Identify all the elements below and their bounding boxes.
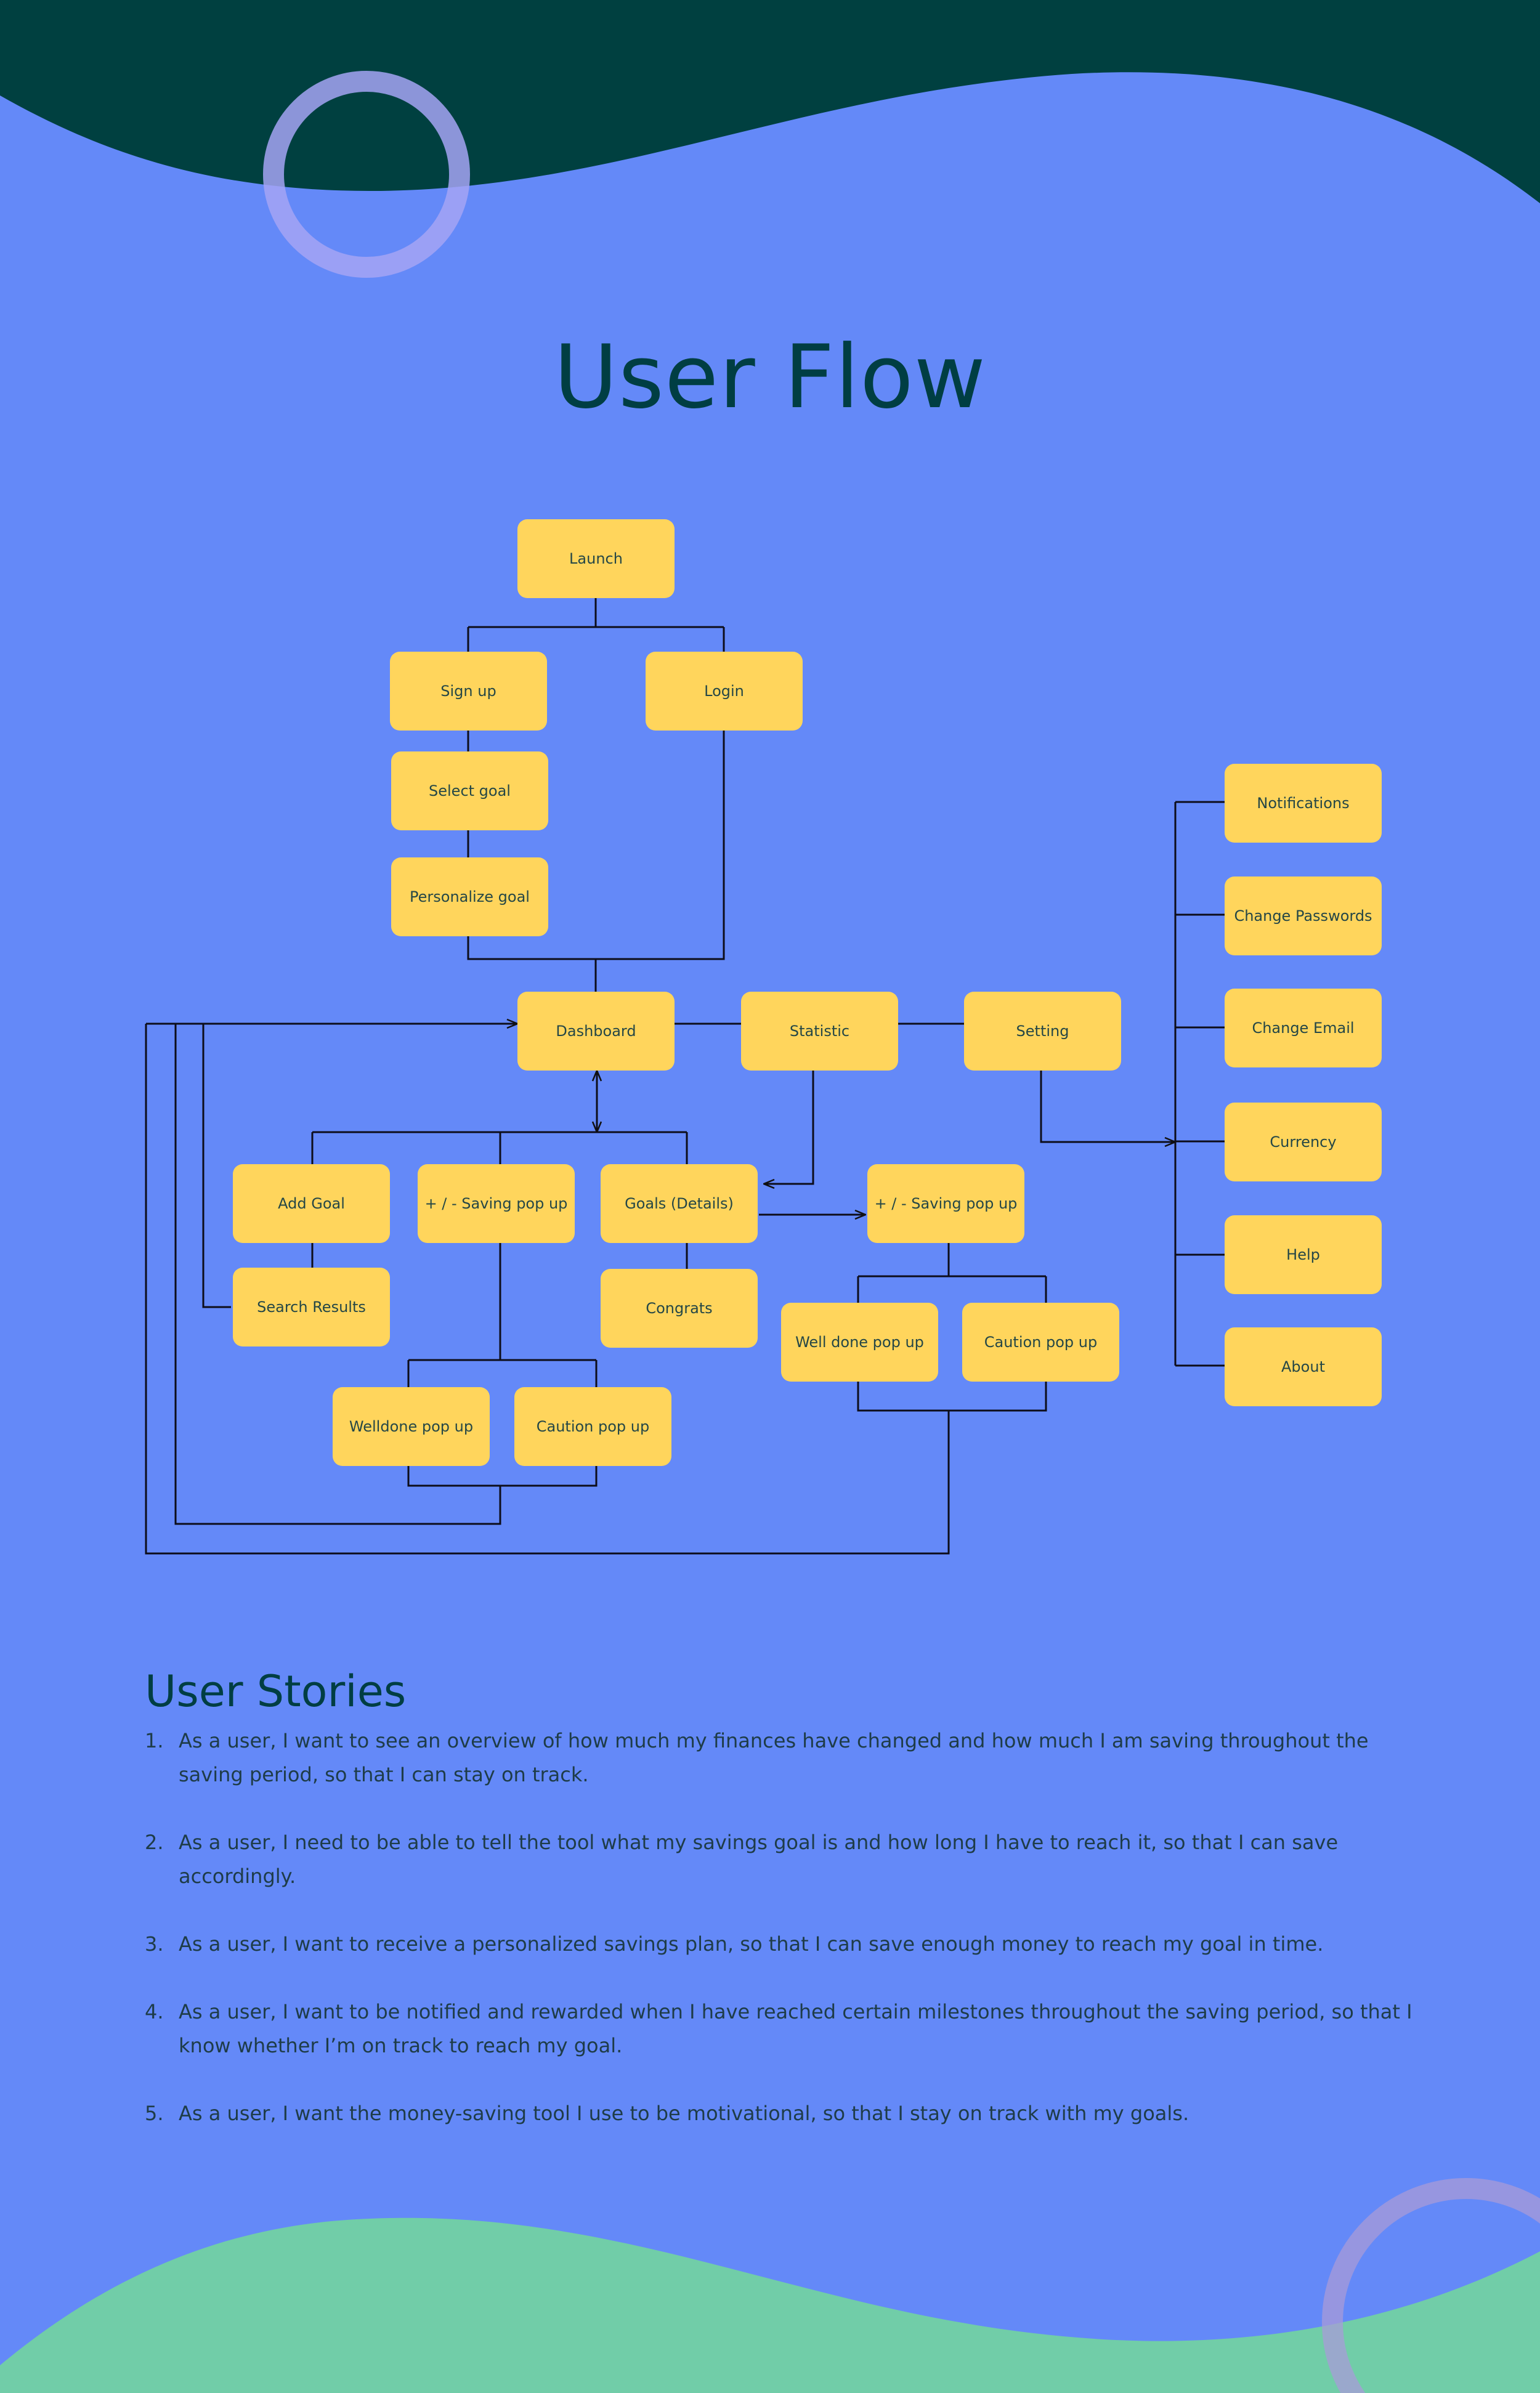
user-story-text: As a user, I want the money-saving tool …: [179, 2102, 1189, 2125]
node-change-email: Change Email: [1225, 989, 1382, 1067]
bottom-ring: [1322, 2178, 1540, 2393]
node-caution-popup-a: Caution pop up: [514, 1387, 671, 1466]
node-currency: Currency: [1225, 1103, 1382, 1181]
user-story-item: 3. As a user, I want to receive a person…: [145, 1927, 1414, 1961]
user-stories-heading: User Stories: [145, 1666, 407, 1717]
node-change-passwords: Change Passwords: [1225, 877, 1382, 955]
connector-search-loop: [202, 1024, 231, 1308]
node-notifications: Notifications: [1225, 764, 1382, 843]
user-story-number: 1.: [145, 1729, 164, 1752]
user-story-item: 4. As a user, I want to be notified and …: [145, 1995, 1414, 2063]
node-help: Help: [1225, 1215, 1382, 1294]
user-story-number: 3.: [145, 1932, 164, 1956]
node-sign-up: Sign up: [390, 652, 547, 731]
top-ring: [263, 71, 470, 278]
node-statistic: Statistic: [741, 992, 898, 1071]
node-select-goal: Select goal: [391, 751, 548, 830]
node-personalize-goal: Personalize goal: [391, 857, 548, 936]
user-story-item: 5. As a user, I want the money-saving to…: [145, 2097, 1414, 2131]
node-login: Login: [646, 652, 803, 731]
user-stories-list: 1. As a user, I want to see an overview …: [145, 1724, 1414, 2131]
user-story-text: As a user, I want to receive a personali…: [179, 1932, 1324, 1956]
node-launch: Launch: [517, 519, 675, 598]
connector-saving-a: [407, 1241, 598, 1387]
connector-to-dashboard: [467, 730, 725, 992]
connector-settings-spine: [1174, 801, 1225, 1367]
node-well-done-popup: Well done pop up: [781, 1303, 938, 1382]
connector-saving-b-return: [145, 1024, 1047, 1555]
node-goals-details: Goals (Details): [601, 1164, 758, 1243]
connector-branch-bar: [311, 1131, 688, 1164]
node-caution-popup-b: Caution pop up: [962, 1303, 1119, 1382]
node-congrats: Congrats: [601, 1269, 758, 1348]
user-story-item: 1. As a user, I want to see an overview …: [145, 1724, 1414, 1792]
user-story-text: As a user, I want to be notified and rew…: [179, 2000, 1412, 2057]
connector-statistic-goals: [764, 1071, 814, 1184]
user-story-number: 4.: [145, 2000, 164, 2023]
node-saving-popup-a: + / - Saving pop up: [418, 1164, 575, 1243]
node-about: About: [1225, 1327, 1382, 1406]
user-story-text: As a user, I need to be able to tell the…: [179, 1831, 1339, 1888]
node-welldone-popup: Welldone pop up: [333, 1387, 490, 1466]
page-title: User Flow: [554, 326, 986, 428]
user-story-number: 5.: [145, 2102, 164, 2125]
node-add-goal: Add Goal: [233, 1164, 390, 1243]
node-saving-popup-b: + / - Saving pop up: [867, 1164, 1024, 1243]
connector-setting: [1040, 1071, 1175, 1142]
connector-launch: [467, 597, 725, 652]
user-stories-section: User Stories 1. As a user, I want to see…: [145, 1666, 1414, 2164]
user-story-number: 2.: [145, 1831, 164, 1854]
connector-saving-a-return: [174, 1024, 598, 1525]
node-setting: Setting: [964, 992, 1121, 1071]
connector-saving-b: [857, 1241, 1047, 1303]
bottom-wave: [0, 2217, 1540, 2393]
top-wave: [0, 0, 1540, 203]
user-story-item: 2. As a user, I need to be able to tell …: [145, 1826, 1414, 1893]
node-dashboard: Dashboard: [517, 992, 675, 1071]
node-search-results: Search Results: [233, 1268, 390, 1346]
user-story-text: As a user, I want to see an overview of …: [179, 1729, 1369, 1786]
